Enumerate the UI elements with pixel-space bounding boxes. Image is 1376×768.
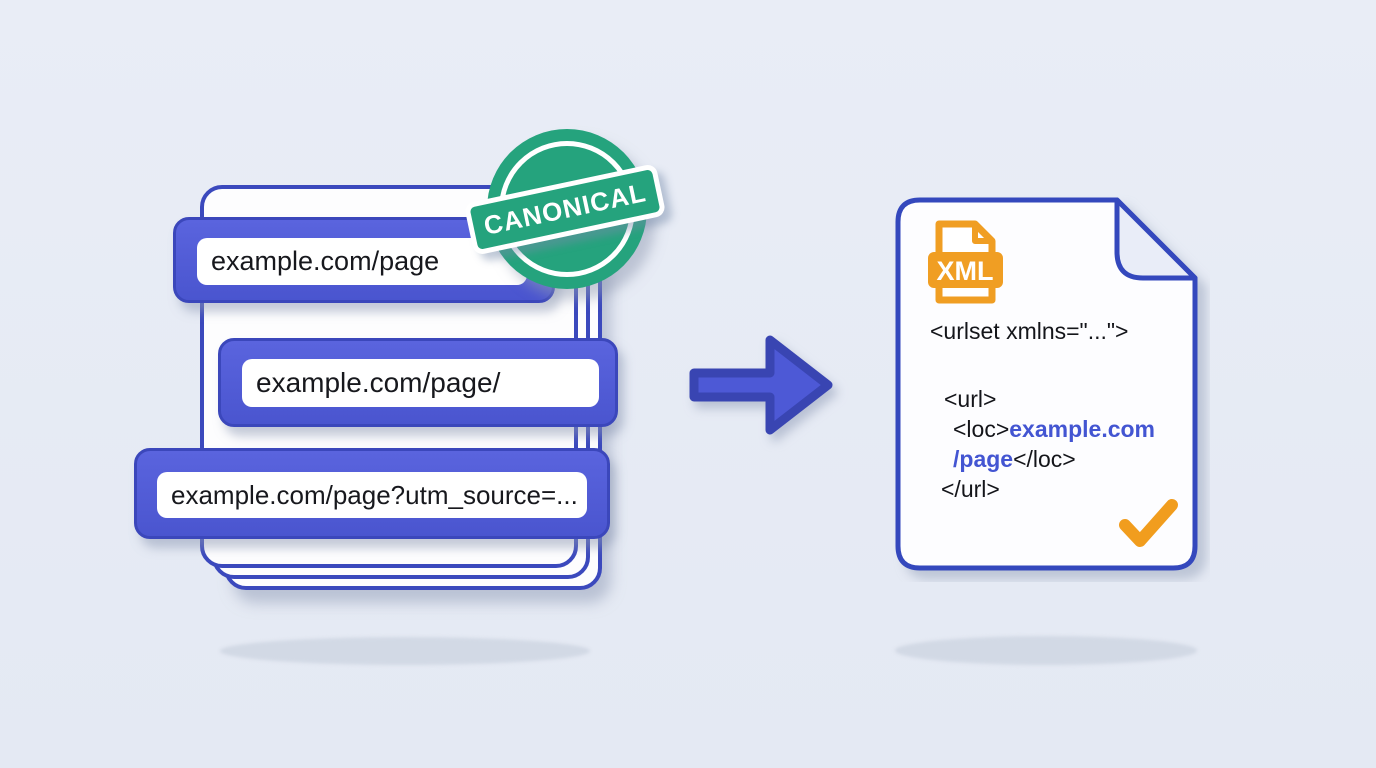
loc-open-tag: <loc> xyxy=(953,416,1010,442)
xml-file-icon: XML xyxy=(928,220,1003,304)
code-block-url: <url> <loc>example.com /page</loc> </url… xyxy=(930,384,1155,504)
url-text: example.com/page/ xyxy=(256,367,501,398)
ground-shadow-left xyxy=(220,637,590,665)
code-line-url-close: </url> xyxy=(941,474,1155,504)
urlset-open-tag: <urlset xmlns="..."> xyxy=(930,318,1129,344)
url-text: example.com/page xyxy=(211,246,440,276)
code-line-loc-close: /page</loc> xyxy=(953,444,1155,474)
check-icon xyxy=(1119,499,1178,547)
url-bar-utm-params: example.com/page?utm_source=... xyxy=(134,448,610,539)
url-bar-canonical: example.com/page xyxy=(173,217,555,303)
right-arrow-icon xyxy=(689,335,833,435)
url-close-tag: </url> xyxy=(941,476,1000,502)
url-field: example.com/page?utm_source=... xyxy=(157,472,587,518)
url-bar-trailing-slash: example.com/page/ xyxy=(218,338,618,427)
url-open-tag: <url> xyxy=(944,386,997,412)
code-line-urlset: <urlset xmlns="..."> xyxy=(930,316,1155,346)
sitemap-code: <urlset xmlns="..."> <url> <loc>example.… xyxy=(930,316,1155,504)
code-line-url-open: <url> xyxy=(944,384,1155,414)
loc-value-domain: example.com xyxy=(1009,416,1156,442)
xml-badge-label: XML xyxy=(937,256,994,286)
page-fold-corner-icon xyxy=(1114,197,1198,281)
loc-close-tag: </loc> xyxy=(1013,446,1076,472)
url-field: example.com/page/ xyxy=(242,359,599,407)
xml-sitemap-document: XML xyxy=(895,197,1198,571)
code-line-loc: <loc>example.com xyxy=(953,414,1155,444)
loc-value-path: /page xyxy=(953,446,1014,472)
ground-shadow-right xyxy=(895,636,1197,665)
url-text: example.com/page?utm_source=... xyxy=(171,479,578,510)
